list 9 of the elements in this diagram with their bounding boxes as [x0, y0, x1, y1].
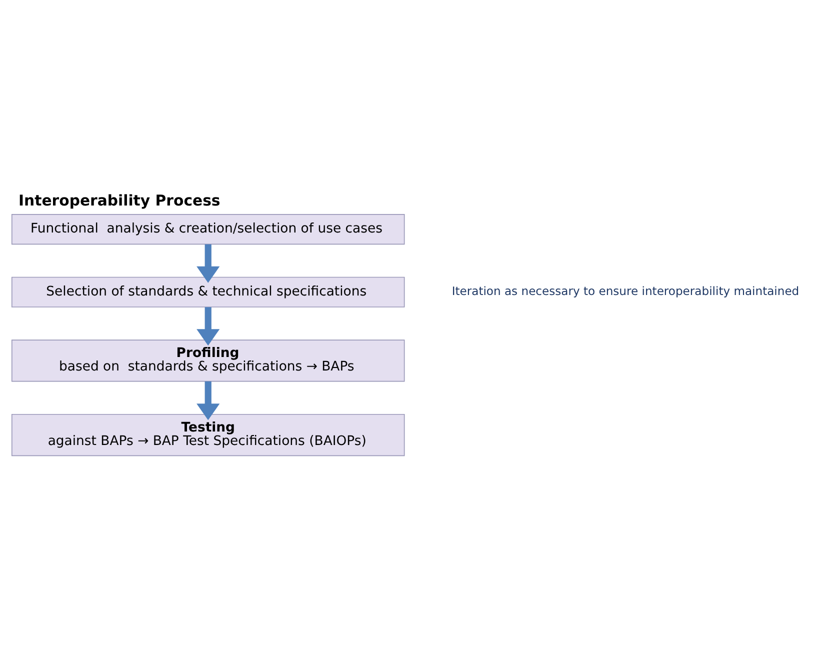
arrow [196, 380, 220, 420]
arrow [196, 244, 220, 282]
label: Iteration as necessary to ensure interoperability maintained [452, 284, 800, 298]
arrow [196, 306, 220, 346]
node-box: Testing against BAPs → BAP Test Specifications (BAIOPs) [11, 413, 405, 456]
node-box: Functional analysis & creation/selection of use cases [11, 214, 405, 244]
node-box: Selection of standards & technical specifications [11, 276, 405, 307]
diagram-title: Interoperability Process [18, 191, 220, 210]
node-box: Profiling based on standards & specifications → BAPs [11, 339, 405, 382]
